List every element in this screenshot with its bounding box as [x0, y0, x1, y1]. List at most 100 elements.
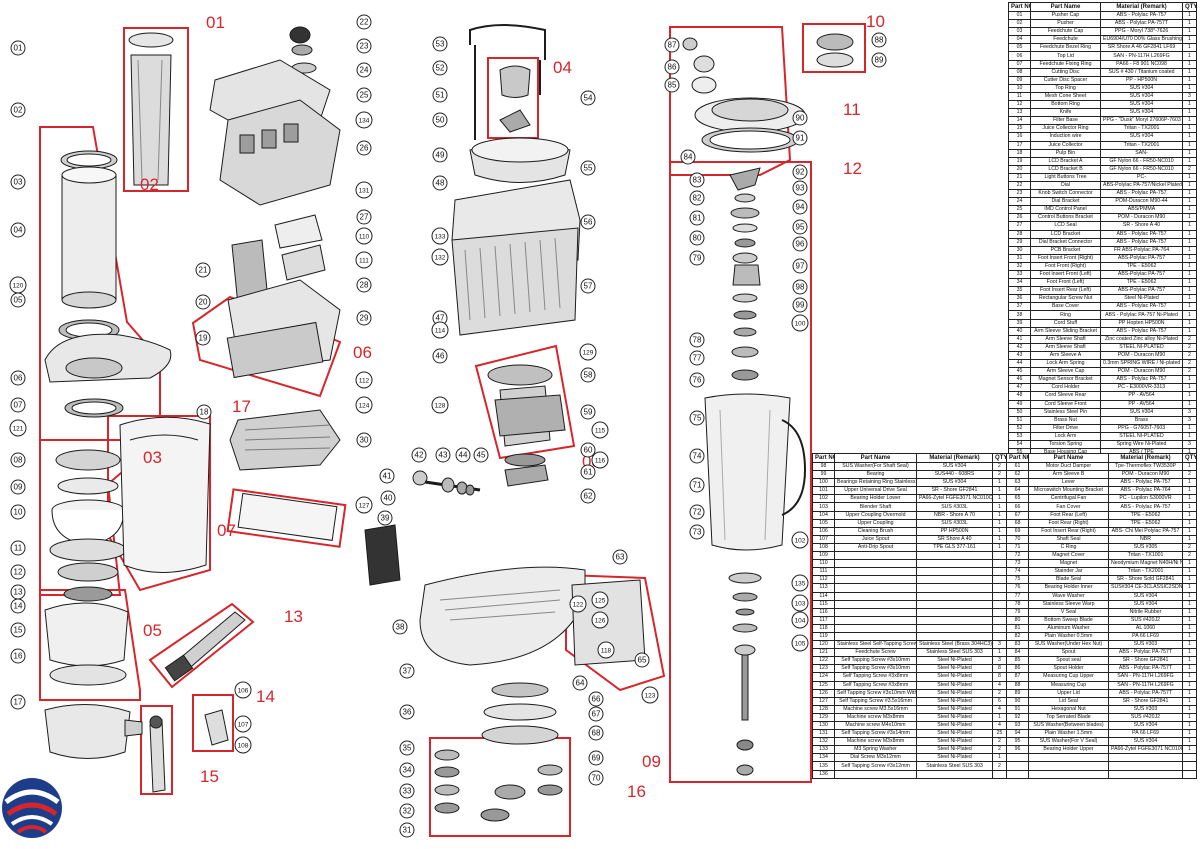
- table-cell: SUS Washer(For Shaft Seal): [834, 461, 917, 472]
- table-cell: SUS #304: [1100, 108, 1183, 118]
- group-outline-01: [123, 27, 189, 192]
- table-cell: SUS #420J2: [1108, 712, 1183, 723]
- part-bubble-134: 134: [355, 111, 373, 129]
- table-cell: Steel Ni-Plated: [916, 664, 993, 674]
- table-cell: 09: [1008, 75, 1031, 85]
- part-number: 52: [436, 64, 445, 73]
- table-cell: 126: [812, 688, 835, 698]
- table-cell: [916, 559, 993, 569]
- part-number: 60: [584, 446, 593, 455]
- group-callout-13: 13: [284, 607, 303, 626]
- part-bubble-105: 105: [791, 634, 809, 652]
- table-cell: 133: [812, 745, 835, 755]
- table-cell: 75: [1006, 575, 1029, 585]
- part-number: 08: [14, 456, 23, 465]
- table-cell: 1: [1182, 599, 1197, 609]
- table-cell: ABS- Chi Mei Polylac PA-757: [1108, 526, 1183, 536]
- table-cell: LCD Seal: [1030, 221, 1101, 231]
- part-number: 70: [592, 774, 601, 783]
- table-cell: TPE - E5062: [1108, 518, 1183, 528]
- table-cell: 116: [812, 607, 835, 617]
- part-number: 91: [796, 134, 805, 143]
- part-bubble-53: 53: [432, 36, 448, 52]
- part-number: 72: [693, 508, 702, 517]
- table-cell: Upper Coupling: [834, 518, 917, 528]
- group-outline-05: [39, 589, 141, 701]
- table-cell: SUS #304: [1108, 599, 1183, 609]
- table-cell: [1028, 753, 1109, 763]
- table-cell: 1: [1182, 399, 1197, 409]
- table-cell: 1: [1182, 526, 1197, 536]
- part-number: 02: [14, 106, 23, 115]
- table-cell: SUS#304 CE-3CLASSIC2SDN#LC5#9: [1108, 583, 1183, 593]
- part-number: 22: [360, 18, 369, 27]
- table-cell: Spout: [1028, 648, 1109, 658]
- table-cell: 118: [812, 623, 835, 633]
- group-callout-01: 01: [206, 13, 225, 32]
- table-cell: C Ring: [1028, 542, 1109, 553]
- table-cell: STEEL NI-PLATED: [1100, 342, 1183, 352]
- table-cell: [916, 631, 993, 642]
- part-bubble-122: 122: [569, 595, 587, 613]
- part-bubble-01: 01: [10, 40, 26, 56]
- table-cell: Plain Washer 1.5mm: [1028, 729, 1109, 739]
- table-cell: Self Tapping Screw #3x12mm: [834, 761, 917, 771]
- table-cell: Juice Collector Ring: [1030, 124, 1101, 134]
- group-callout-09: 09: [642, 752, 661, 771]
- table-cell: Foot Insert Rear (Right): [1028, 526, 1109, 536]
- group-callout-16: 16: [627, 782, 646, 801]
- part-bubble-03: 03: [10, 174, 26, 190]
- table-cell: Machine screw M3x8mm: [834, 737, 917, 747]
- col-qty: QTY: [992, 453, 1007, 463]
- table-cell: ABS-Polylac PA-757: [1100, 253, 1183, 263]
- part-bubble-60: 60: [580, 442, 596, 458]
- table-cell: [992, 551, 1007, 561]
- part-number: 84: [684, 153, 693, 162]
- table-cell: 86: [1006, 664, 1029, 674]
- part-number: 61: [584, 468, 593, 477]
- table-cell: 3: [992, 656, 1007, 666]
- table-cell: Steel Ni-Plated: [916, 672, 993, 682]
- table-cell: 113: [812, 583, 835, 593]
- table-cell: Tritan - TX2001: [1100, 140, 1183, 150]
- table-cell: Steel Ni-Plated: [916, 704, 993, 714]
- table-cell: 3: [1182, 91, 1197, 102]
- table-cell: 84: [1006, 648, 1029, 658]
- table-cell: LCD Bracket B: [1030, 164, 1101, 174]
- table-cell: Upper Coupling Overmold: [834, 510, 917, 520]
- table-cell: PA66-Zytel FGFE3071 NC010C: [1108, 745, 1183, 755]
- part-number: 129: [583, 350, 594, 357]
- part-number: 19: [199, 334, 208, 343]
- group-callout-12: 12: [843, 159, 862, 178]
- table-cell: 123: [812, 664, 835, 674]
- table-cell: [834, 631, 917, 642]
- part-bubble-99: 99: [792, 297, 808, 313]
- table-cell: Measuring Cup Upper: [1028, 672, 1109, 682]
- table-cell: 28: [1008, 229, 1031, 239]
- table-cell: 1: [1182, 172, 1197, 182]
- table-cell: 1: [992, 712, 1007, 723]
- table-cell: Lock Arm Spring: [1030, 359, 1101, 369]
- table-cell: 1: [1182, 245, 1197, 255]
- table-cell: Bottom Ring: [1030, 100, 1101, 110]
- table-cell: 0.3mm SPRING WIRE / Ni-plated: [1100, 359, 1183, 369]
- table-cell: SUS #305: [1108, 542, 1183, 553]
- part-bubble-39: 39: [377, 510, 393, 526]
- table-cell: EU6904/U70 D0% Glass Brushing 09: [1100, 35, 1183, 45]
- table-cell: 1: [1182, 10, 1197, 21]
- part-bubble-11: 11: [10, 540, 26, 556]
- part-number: 76: [693, 376, 702, 385]
